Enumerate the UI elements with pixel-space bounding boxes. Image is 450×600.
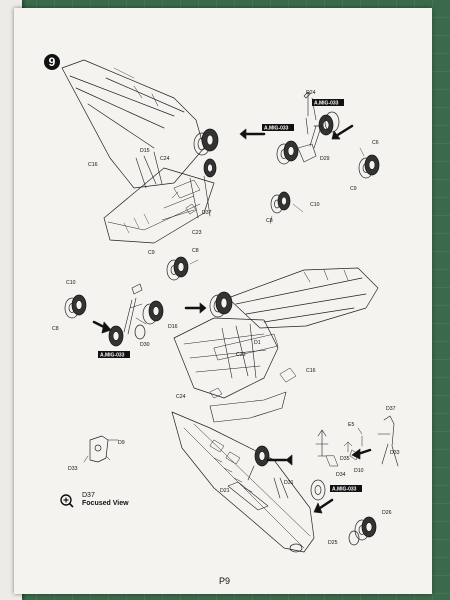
upper-wing-drawing (61, 59, 266, 244)
badge-a-bg (312, 99, 344, 106)
label-d26: D26 (382, 510, 392, 516)
label-d30: D30 (140, 342, 150, 348)
label-c9-mid: C9 (148, 250, 155, 256)
label-d15: D15 (140, 148, 150, 154)
paint-badges: A.MIG-033 A.MIG-033 A.MIG-033 A.MIG-033 (98, 99, 362, 493)
label-d21: D21 (220, 488, 230, 494)
badge-d-bg (330, 485, 362, 492)
badge-d: A.MIG-033 (332, 487, 357, 493)
label-c10-top: C10 (310, 202, 320, 208)
upper-gear-parts (269, 91, 380, 225)
label-d31: D31 (284, 480, 294, 486)
label-c24-mid: C24 (176, 394, 186, 400)
label-d37-top: D37 (202, 210, 212, 216)
badge-b-bg (262, 124, 294, 131)
label-c8-top: C8 (266, 218, 273, 224)
label-c23-mid: C23 (236, 352, 246, 358)
label-d34: D34 (336, 472, 346, 478)
page-number: P9 (219, 576, 231, 586)
label-d29: D29 (320, 156, 330, 162)
fuselage-drawing (171, 411, 334, 553)
label-c24-top: C24 (160, 156, 170, 162)
badge-c: A.MIG-033 (100, 353, 125, 359)
label-d33-right: D33 (390, 450, 400, 456)
label-d9: D9 (118, 440, 125, 446)
label-e5: E5 (348, 422, 354, 428)
focused-view-label: Focused View (82, 500, 129, 507)
label-d1: D1 (254, 340, 261, 346)
label-c23-top: C23 (192, 230, 202, 236)
focused-view-part: D37 (82, 492, 95, 499)
label-c8-mid: C8 (192, 248, 199, 254)
label-c6-top: C6 (372, 140, 379, 146)
badge-a: A.MIG-033 (314, 101, 339, 107)
label-c16-top: C16 (88, 162, 98, 168)
label-d24: D24 (306, 90, 316, 96)
badge-c-bg (98, 351, 130, 358)
instruction-page: D24 C16 D15 C24 D37 C23 C6 C9 D29 C10 C8… (14, 8, 432, 594)
label-c9-top: C9 (350, 186, 357, 192)
label-c10-mid: C10 (66, 280, 76, 286)
label-d16: D16 (168, 324, 178, 330)
d9-subassembly (83, 435, 119, 463)
part-labels: D24 C16 D15 C24 D37 C23 C6 C9 D29 C10 C8… (52, 90, 400, 546)
label-d35: D35 (340, 456, 350, 462)
label-c16-mid: C16 (306, 368, 316, 374)
label-c8-left: C8 (52, 326, 59, 332)
badge-b: A.MIG-033 (264, 126, 289, 132)
label-d25: D25 (328, 540, 338, 546)
lower-wing-drawing (173, 267, 379, 423)
lower-gear-parts (315, 415, 399, 546)
label-d33-left: D33 (68, 466, 78, 472)
magnifier-plus-icon (60, 494, 74, 508)
label-d37-right: D37 (386, 406, 396, 412)
label-d10: D10 (354, 468, 364, 474)
assembly-diagram: D24 C16 D15 C24 D37 C23 C6 C9 D29 C10 C8… (52, 59, 400, 553)
middle-gear-parts (64, 256, 199, 347)
step-number-badge: 9 (44, 54, 60, 70)
